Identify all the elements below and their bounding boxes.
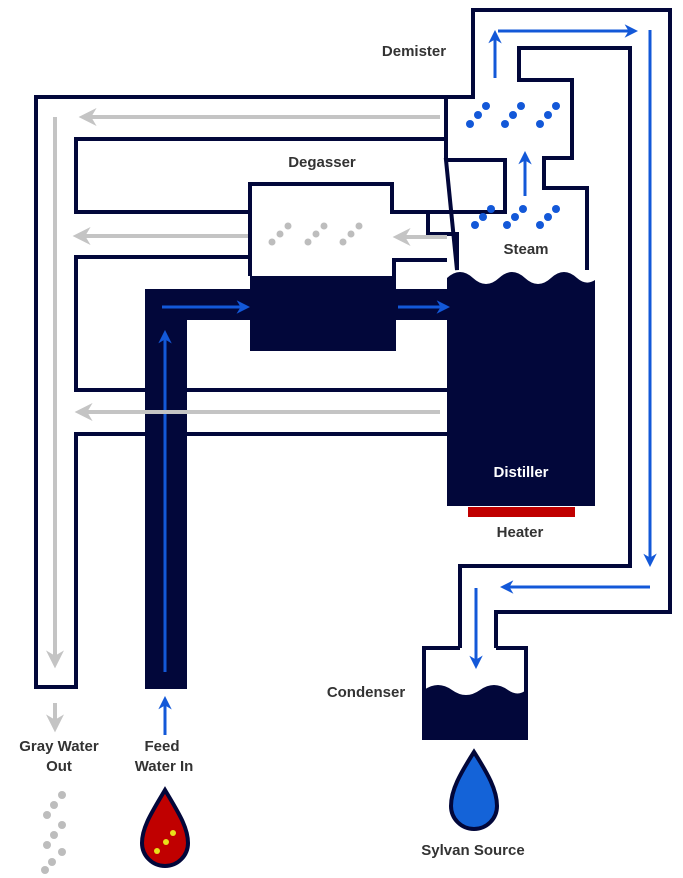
blue-water-drop-icon	[448, 748, 500, 831]
degasser-label: Degasser	[288, 154, 356, 171]
steam-flow-arrows	[158, 24, 657, 735]
feed-water-label-line1: Feed	[144, 738, 179, 755]
distiller-tank	[447, 272, 595, 506]
feed-water-label-line2: Water In	[135, 758, 194, 775]
degasser-chamber	[248, 182, 455, 257]
gray-water-particles	[41, 791, 66, 874]
gray-water-pipe	[34, 95, 447, 689]
condenser-label: Condenser	[327, 684, 406, 701]
degasser-lower-link	[248, 257, 447, 276]
demister-droplets	[466, 102, 560, 128]
heater-label: Heater	[497, 524, 544, 541]
gray-water-label-line1: Gray Water	[19, 738, 99, 755]
distiller-label: Distiller	[493, 464, 548, 481]
feed-connector	[394, 289, 450, 320]
sylvan-source-label: Sylvan Source	[421, 842, 524, 859]
gray-water-arrows	[46, 108, 447, 733]
condenser-water	[424, 685, 526, 738]
demister-label: Demister	[382, 43, 446, 60]
steam-label: Steam	[503, 241, 548, 258]
red-water-drop-icon	[139, 786, 191, 868]
feed-water-pipe	[145, 289, 252, 689]
degasser-water-block	[250, 276, 396, 351]
steam-droplets	[471, 205, 560, 229]
degasser-particles	[268, 222, 363, 246]
gray-water-label-line2: Out	[46, 758, 72, 775]
heater-element	[468, 507, 575, 517]
